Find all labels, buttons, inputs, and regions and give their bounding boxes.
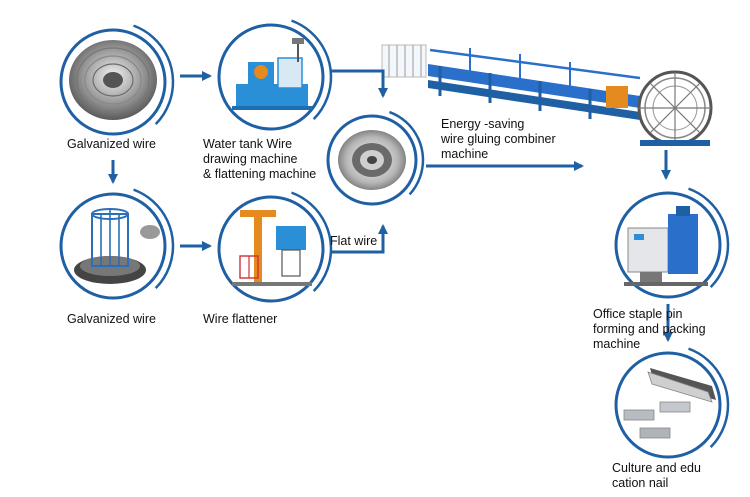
label-line: Culture and edu xyxy=(612,461,701,475)
staple-machine-image xyxy=(624,206,708,286)
label-gluing-combiner: Energy -saving wire gluing combiner mach… xyxy=(441,117,556,162)
label-line: Office staple pin xyxy=(593,307,683,321)
flat-wire-spool-image xyxy=(338,130,406,190)
label-line: wire gluing combiner xyxy=(441,132,556,146)
wire-cage-image xyxy=(74,208,160,284)
drawing-machine-image xyxy=(232,38,312,110)
label-line: Water tank Wire xyxy=(203,137,293,151)
label-line: machine xyxy=(441,147,489,161)
label-line: & flattening machine xyxy=(203,167,317,181)
connector-arrows xyxy=(107,69,674,343)
label-line: cation nail xyxy=(612,476,669,490)
label-flat-wire: Flat wire xyxy=(330,234,378,248)
label-nail-product: Culture and edu cation nail xyxy=(612,461,701,491)
wire-rack xyxy=(381,44,427,78)
label-wire-flattener: Wire flattener xyxy=(203,312,278,326)
label-line: drawing machine xyxy=(203,152,298,166)
label-line: machine xyxy=(593,337,641,351)
label-water-tank-machine: Water tank Wire drawing machine & flatte… xyxy=(203,137,316,182)
label-line: forming and packing xyxy=(593,322,706,336)
arrow-drawing-to-flat-wire xyxy=(330,69,389,99)
ring-outer-arc xyxy=(209,15,333,139)
node-galvanized-wire-coil xyxy=(51,20,175,144)
node-galvanized-wire-cage xyxy=(51,184,175,308)
production-line-image xyxy=(381,44,713,146)
arrow-flattener-to-flat-wire xyxy=(330,223,389,254)
label-galvanized-wire-top: Galvanized wire xyxy=(67,137,156,151)
node-gluing-combiner xyxy=(381,44,713,146)
label-line: Energy -saving xyxy=(441,117,525,131)
node-water-tank-machine xyxy=(209,15,333,139)
ring-outer-arc xyxy=(209,187,333,311)
node-staple-forming xyxy=(606,183,730,307)
label-staple-forming: Office staple pin forming and packing ma… xyxy=(593,307,706,352)
wire-coil-image xyxy=(69,40,157,120)
node-wire-flattener xyxy=(209,187,333,311)
flattener-machine-image xyxy=(232,210,312,286)
ring-outer-arc xyxy=(51,20,175,144)
ring-outer-arc xyxy=(51,184,175,308)
label-galvanized-wire-bottom: Galvanized wire xyxy=(67,312,156,326)
ring-outer-arc xyxy=(319,107,425,213)
node-flat-wire xyxy=(319,107,425,213)
staple-product-image xyxy=(623,368,716,439)
